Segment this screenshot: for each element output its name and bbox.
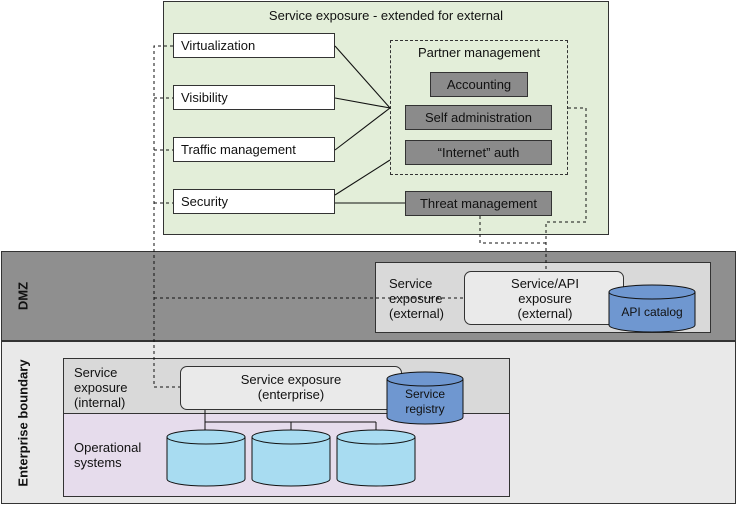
self-administration-box: Self administration <box>405 105 552 130</box>
operational-db-3 <box>336 429 416 487</box>
service-api-exposure-label: Service/API exposure (external) <box>511 276 579 321</box>
operational-db-2 <box>251 429 331 487</box>
service-registry-label-line1: Service <box>405 387 445 401</box>
operational-systems-label: Operational systems <box>74 440 142 470</box>
api-catalog-label: API catalog <box>621 305 682 319</box>
api-catalog-cylinder <box>608 284 696 333</box>
service-exposure-enterprise-box <box>180 366 402 410</box>
feature-visibility: Visibility <box>173 85 335 110</box>
partner-management-title: Partner management <box>417 45 541 60</box>
dashed-connector-lines <box>153 45 587 388</box>
threat-management-box: Threat management <box>405 191 552 216</box>
feature-connector-lines <box>334 45 405 204</box>
service-registry-cylinder <box>386 371 464 425</box>
feature-traffic-management: Traffic management <box>173 137 335 162</box>
operational-db-1 <box>166 429 246 487</box>
accounting-box: Accounting <box>430 72 528 97</box>
internet-auth-box: “Internet” auth <box>405 140 552 165</box>
service-exposure-internal-label: Service exposure (internal) <box>74 365 128 410</box>
service-exposure-enterprise-label: Service exposure (enterprise) <box>240 372 342 402</box>
service-registry-label-line2: registry <box>405 402 444 416</box>
external-panel-title: Service exposure - extended for external <box>268 8 504 23</box>
service-exposure-external-label: Service exposure (external) <box>389 276 444 321</box>
feature-virtualization: Virtualization <box>173 33 335 58</box>
service-api-exposure-box <box>464 271 624 325</box>
feature-security: Security <box>173 189 335 214</box>
